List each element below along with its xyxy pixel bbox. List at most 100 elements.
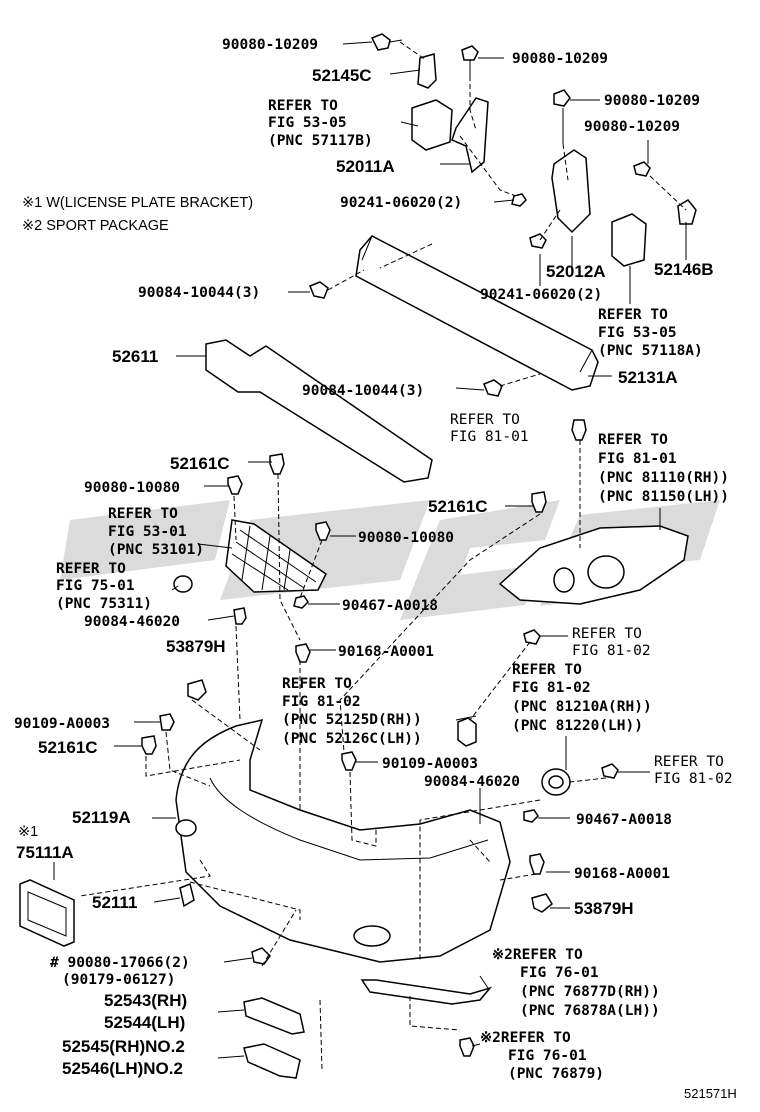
bracket-52011a (451, 97, 489, 174)
label-52161c-a: 52161C (170, 454, 230, 473)
bumper-fog-opening (175, 819, 197, 837)
label-90168-a0001-b: 90168-A0001 (574, 866, 670, 882)
label-90080-10080-a: 90080-10080 (84, 480, 180, 496)
note-sport-package: ※2 SPORT PACKAGE (22, 218, 169, 234)
label-refer-57117b: REFER TO (268, 98, 338, 114)
label-figure-number: 521571H (684, 1086, 737, 1101)
clip-icon (233, 607, 247, 625)
license-plate-bracket-75111a (19, 879, 75, 947)
label-52161c-c: 52161C (38, 738, 98, 757)
clip-icon (571, 419, 587, 441)
bolt-icon (633, 161, 651, 177)
label-refer-75311: REFER TO (56, 561, 126, 577)
nut-icon (529, 233, 547, 249)
bracket-52146b (677, 199, 697, 225)
clip-icon (187, 679, 207, 701)
label-refer-81-02-a: REFER TO (572, 626, 642, 642)
label-90084-10044-b: 90084-10044(3) (302, 383, 424, 399)
bolt-icon (341, 751, 357, 771)
label-refer-75311-fig: FIG 75-01 (56, 578, 135, 594)
bumper-fog-opening (353, 925, 391, 947)
headlamp-lens (587, 555, 625, 589)
bolt-icon (553, 89, 571, 144)
label-90080-10080-b: 90080-10080 (358, 530, 454, 546)
label-refer-81110: (PNC 81110(RH)) (598, 470, 729, 486)
label-52161c-b: 52161C (428, 497, 488, 516)
label-refer-76879: ※2REFER TO (480, 1030, 571, 1046)
bumper-reinforcement-52131a (355, 235, 599, 391)
label-refer-57117b-fig: FIG 53-05 (268, 115, 347, 131)
label-refer-81-01-b-fig: FIG 81-01 (598, 451, 677, 467)
label-90080-10209-d: 90080-10209 (584, 119, 680, 135)
spoiler-76877d (360, 979, 493, 1005)
label-90109-a0003-a: 90109-A0003 (14, 716, 110, 732)
label-refer-76879-pnc: (PNC 76879) (508, 1066, 604, 1082)
label-52545: 52545(RH)NO.2 (62, 1037, 185, 1056)
bolt-icon (461, 45, 479, 76)
label-90084-46020-b: 90084-46020 (424, 774, 520, 790)
label-52111: 52111 (92, 893, 137, 912)
clip-block-52146b (611, 213, 647, 267)
label-refer-76877d-pnc: (PNC 76877D(RH)) (520, 984, 660, 1000)
label-refer-76878a-pnc: (PNC 76878A(LH)) (520, 1003, 660, 1019)
clip-icon (251, 947, 271, 965)
label-refer-52125d-pnc: (PNC 52125D(RH)) (282, 712, 422, 728)
label-refer-81-01-b: REFER TO (598, 432, 668, 448)
bolt-icon (315, 521, 331, 541)
label-52011a: 52011A (336, 157, 395, 176)
label-note-mark-1: ※1 (18, 824, 38, 840)
label-52145c: 52145C (312, 66, 372, 85)
fog-lamp-lens (548, 775, 564, 789)
label-refer-75311-pnc: (PNC 75311) (56, 596, 152, 612)
label-refer-76877d-fig: FIG 76-01 (520, 965, 599, 981)
label-refer-81220-pnc: (PNC 81220(LH)) (512, 718, 643, 734)
label-90168-a0001-a: 90168-A0001 (338, 644, 434, 660)
clip-icon (531, 893, 553, 913)
label-90080-10209-a: 90080-10209 (222, 37, 318, 53)
label-refer-76877d: ※2REFER TO (492, 947, 583, 963)
clip-icon (531, 491, 547, 513)
nut-icon (293, 595, 309, 609)
label-refer-52126c-pnc: (PNC 52126C(LH)) (282, 731, 422, 747)
bolt-icon (227, 475, 243, 495)
label-90179-06127: (90179-06127) (62, 972, 176, 988)
label-90241-06020-a: 90241-06020(2) (340, 195, 462, 211)
label-refer-53101-fig: FIG 53-01 (108, 524, 187, 540)
bumper-cover-52119a (175, 718, 511, 963)
bolt-icon (295, 643, 311, 663)
clip-icon (141, 735, 157, 755)
assembly-dashed-lines (79, 41, 687, 1071)
bolt-icon (601, 763, 619, 779)
bracket-52111 (179, 882, 195, 908)
label-52543: 52543(RH) (104, 991, 187, 1010)
label-90109-a0003-b: 90109-A0003 (382, 756, 478, 772)
label-refer-57117b-pnc: (PNC 57117B) (268, 133, 373, 149)
label-52012a: 52012A (546, 262, 606, 281)
bolt-icon (529, 853, 545, 875)
label-90080-10209-b: 90080-10209 (512, 51, 608, 67)
label-refer-81-01-a-fig: FIG 81-01 (450, 429, 529, 445)
label-refer-81-01-a: REFER TO (450, 412, 520, 428)
grille-mesh (231, 525, 317, 591)
label-90084-10044-a: 90084-10044(3) (138, 285, 260, 301)
clip-icon (459, 1037, 475, 1057)
label-refer-81210a-fig: FIG 81-02 (512, 680, 591, 696)
bolt-icon (523, 629, 541, 645)
bolt-icon (483, 379, 503, 397)
label-refer-52125d-fig: FIG 81-02 (282, 694, 361, 710)
label-refer-81150: (PNC 81150(LH)) (598, 489, 729, 505)
label-75111a: 75111A (16, 843, 74, 862)
label-52119a: 52119A (72, 808, 131, 827)
license-plate-bracket-inner (27, 891, 67, 937)
label-90080-17066: # 90080-17066(2) (50, 955, 190, 971)
label-refer-81-02-b: REFER TO (654, 754, 724, 770)
label-52146b: 52146B (654, 260, 714, 279)
label-refer-57118a: REFER TO (598, 307, 668, 323)
label-90467-a0018-b: 90467-A0018 (576, 812, 672, 828)
bumper-cover-inner-line (209, 777, 489, 861)
bolt-icon (309, 281, 329, 299)
label-52546: 52546(LH)NO.2 (62, 1059, 183, 1078)
label-refer-81210a-pnc: (PNC 81210A(RH)) (512, 699, 652, 715)
label-52544: 52544(LH) (104, 1013, 185, 1032)
